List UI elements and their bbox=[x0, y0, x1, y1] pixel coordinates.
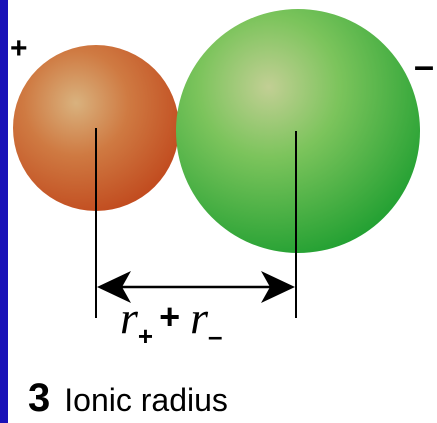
anion-charge-label: – bbox=[414, 48, 434, 84]
anion-sphere-icon bbox=[176, 9, 420, 253]
cation-radius-subscript: + bbox=[138, 321, 153, 351]
plus-operator: + bbox=[159, 296, 180, 337]
figure-caption: 3 Ionic radius bbox=[28, 376, 228, 422]
anion-radius-subscript: – bbox=[208, 321, 222, 351]
anion-radius-symbol: r bbox=[190, 292, 208, 343]
cation-charge-label: + bbox=[10, 34, 28, 64]
cation-radius-symbol: r bbox=[120, 292, 138, 343]
radius-sum-formula: r++r– bbox=[120, 292, 223, 361]
caption-text: Ionic radius bbox=[64, 382, 228, 418]
figure-number: 3 bbox=[28, 376, 50, 420]
